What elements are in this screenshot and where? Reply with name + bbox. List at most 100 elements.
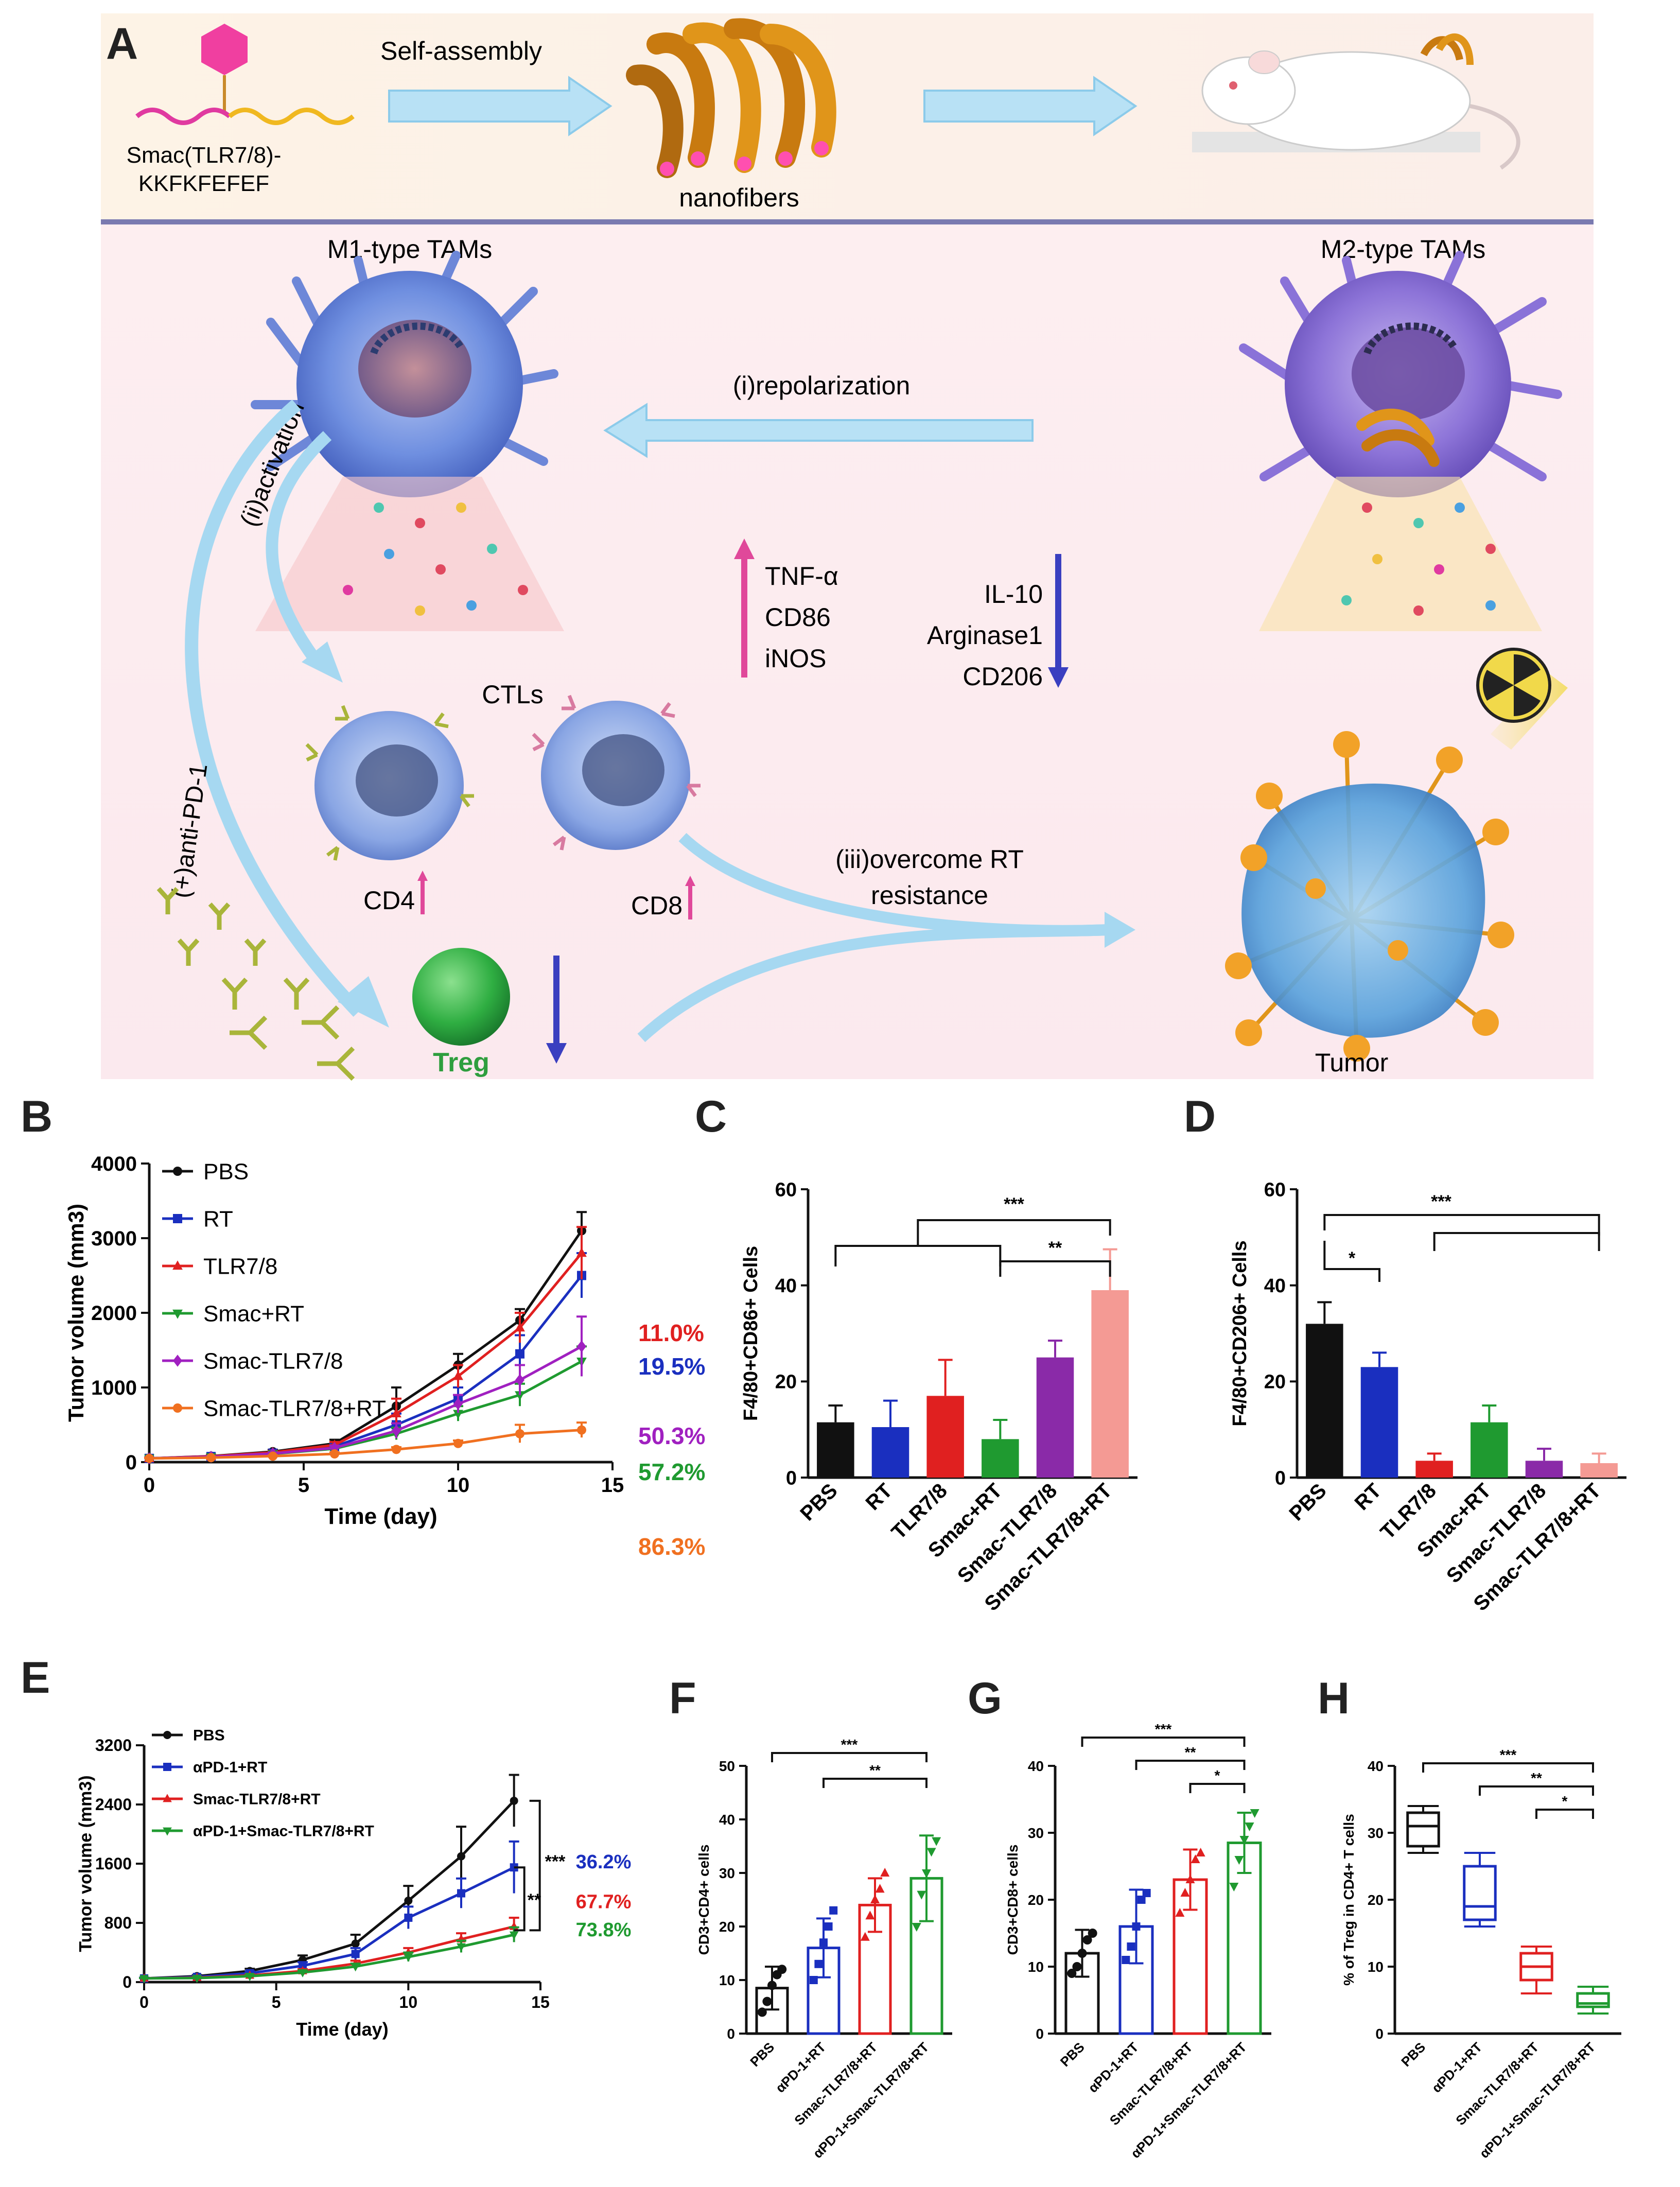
panel-letter-c: C [695, 1092, 727, 1141]
legend-marker [173, 1355, 182, 1367]
panel-letter-b: B [21, 1092, 53, 1141]
category-label: PBS [1057, 2039, 1088, 2070]
significance-bracket-inner [1189, 1783, 1246, 1793]
legend-label: Smac-TLR7/8 [203, 1348, 343, 1374]
data-point [1127, 1942, 1135, 1951]
data-point [510, 1796, 518, 1805]
x-tick-label: 5 [272, 1993, 281, 2011]
data-point [509, 1931, 519, 1940]
panel-letter-g: G [968, 1674, 1002, 1723]
reduction-label: 50.3% [638, 1422, 705, 1449]
data-point [1239, 1836, 1249, 1845]
data-point [1067, 1969, 1077, 1978]
legend-label: αPD-1+RT [193, 1759, 267, 1776]
data-point [515, 1391, 525, 1401]
bar [1580, 1463, 1618, 1478]
data-point [515, 1322, 525, 1332]
data-point [1077, 1949, 1087, 1958]
significance-bracket-outer [917, 1219, 1111, 1246]
y-tick-label: 20 [1264, 1372, 1286, 1393]
peptide-label-1: Smac(TLR7/8)- [127, 143, 282, 168]
data-point [757, 2007, 767, 2017]
significance-bracket-outer [1422, 1762, 1594, 1773]
data-point [1088, 1929, 1097, 1938]
data-point [880, 1868, 890, 1877]
legend-label: PBS [193, 1727, 225, 1744]
y-axis-label: CD3+CD8+ cells [1005, 1845, 1021, 1955]
data-point [1142, 1889, 1151, 1897]
overcome-label-2: resistance [871, 881, 988, 910]
legend-marker [163, 1794, 172, 1802]
data-point [351, 1939, 360, 1948]
peptide-structure [135, 24, 355, 125]
data-point [824, 1922, 833, 1931]
significance-stars: *** [1431, 1192, 1451, 1211]
significance-bracket-inner [822, 1778, 927, 1788]
data-point [351, 1963, 360, 1972]
data-point [404, 1913, 413, 1922]
category-label: PBS [747, 2039, 777, 2070]
y-tick-label: 0 [1036, 2026, 1044, 2042]
box-2 [1519, 1946, 1553, 1994]
x-tick-label: 15 [531, 1993, 550, 2011]
m1-macrophage [251, 251, 558, 497]
data-point [139, 1975, 149, 1984]
significance-bracket-inner [999, 1260, 1111, 1277]
y-axis-label: % of Treg in CD4+ T cells [1341, 1814, 1357, 1986]
y-tick-label: 0 [1375, 2026, 1384, 2042]
category-label: PBS [1398, 2039, 1428, 2070]
m1-cytokines [255, 477, 564, 631]
category-label: αPD-1+RT [1085, 2039, 1142, 2096]
reduction-label: 11.0% [638, 1320, 704, 1346]
legend-label: Smac-TLR7/8+RT [203, 1396, 386, 1421]
cd8-up-arrow-head [685, 876, 695, 886]
significance-stars: * [1349, 1248, 1356, 1268]
y-tick-label: 10 [719, 1972, 735, 1988]
legend-label: αPD-1+Smac-TLR7/8+RT [193, 1823, 374, 1840]
data-point [1234, 1856, 1244, 1865]
data-point [829, 1906, 838, 1915]
data-point [762, 1997, 772, 2006]
data-point [814, 1959, 823, 1968]
y-tick-label: 30 [1028, 1825, 1044, 1841]
bar [1306, 1324, 1343, 1478]
data-point [298, 1969, 307, 1977]
reduction-label: 86.3% [638, 1533, 705, 1560]
bar [1036, 1357, 1074, 1478]
bar [926, 1396, 964, 1478]
data-point [932, 1837, 941, 1846]
y-tick-label: 20 [1028, 1892, 1044, 1908]
legend-marker [173, 1403, 182, 1413]
category-label: Smac-TLR7/8 [1442, 1479, 1550, 1587]
box [1406, 1811, 1440, 1848]
data-point [1245, 1822, 1254, 1831]
data-point [917, 1890, 926, 1900]
down-marker-1: IL-10 [984, 580, 1043, 609]
treg-to-tumor-arrow [637, 924, 1110, 1043]
anti-pd1-arrow [185, 400, 363, 1017]
legend-marker [163, 1763, 171, 1771]
y-tick-label: 20 [775, 1372, 797, 1393]
data-point [777, 1965, 787, 1974]
x-tick-label: 0 [144, 1474, 155, 1497]
significance-stars: ** [528, 1890, 541, 1910]
category-label: Smac-TLR7/8 [953, 1479, 1061, 1587]
cd4-label: CD4 [363, 886, 415, 915]
data-point [577, 1340, 586, 1352]
significance-bracket-outer [771, 1752, 927, 1762]
data-point [515, 1349, 524, 1359]
data-point [206, 1453, 216, 1463]
series-line [144, 1933, 515, 1980]
y-tick-label: 4000 [91, 1153, 137, 1175]
peptide-label-2: KKFKFEFEF [138, 171, 269, 196]
significance-stars: ** [1531, 1770, 1542, 1786]
y-tick-label: 3200 [95, 1736, 132, 1755]
nanofibers-label: nanofibers [679, 183, 799, 212]
significance-stars: ** [869, 1762, 881, 1778]
y-tick-label: 20 [1368, 1892, 1384, 1908]
significance-bracket-group [1433, 1232, 1600, 1251]
legend-marker [173, 1167, 182, 1176]
